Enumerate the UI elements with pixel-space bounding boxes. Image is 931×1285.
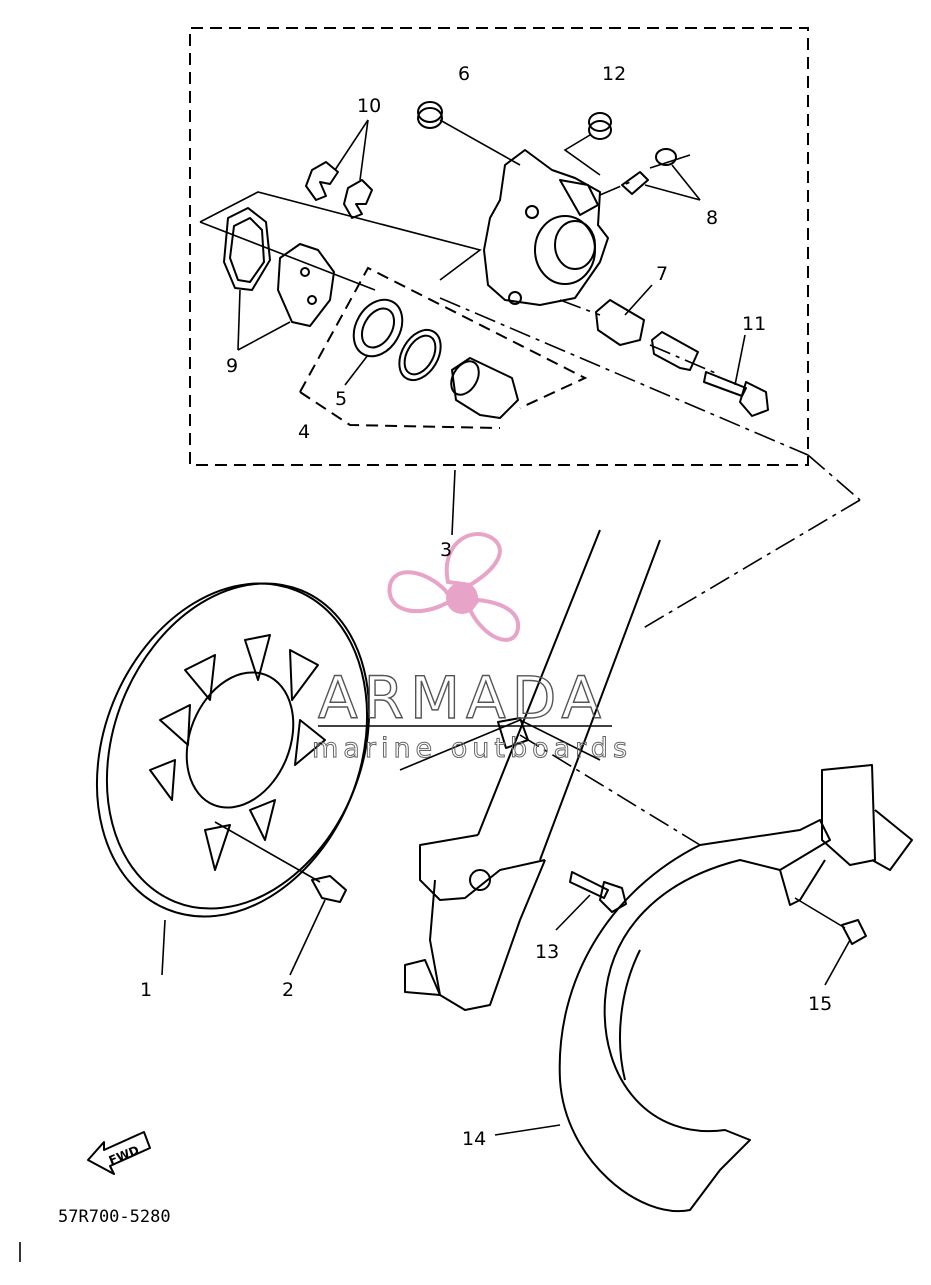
propeller-hub (446, 582, 478, 614)
callout-4: 4 (298, 421, 310, 443)
brake-disc (95, 582, 371, 918)
watermark: ARMADA marine outboards (312, 532, 632, 765)
pad-clips (305, 161, 373, 219)
callout-5: 5 (335, 388, 347, 410)
callout-6: 6 (458, 63, 470, 85)
callout-10: 10 (357, 95, 381, 117)
cap-12 (563, 112, 612, 176)
bolt-11 (703, 371, 769, 417)
callout-1: 1 (140, 979, 152, 1001)
callout-13: 13 (535, 941, 559, 963)
callout-11: 11 (742, 313, 766, 335)
propeller-logo (387, 532, 521, 642)
bleed-screw (621, 148, 691, 195)
boot-7 (595, 299, 699, 371)
caliper-body (483, 149, 609, 306)
brake-pads (199, 191, 482, 327)
callout-labels: 1 2 3 4 5 6 7 8 9 10 11 12 13 14 15 (140, 63, 832, 1150)
callout-3: 3 (440, 539, 452, 561)
callout-2: 2 (282, 979, 294, 1001)
disc-bolt (214, 821, 347, 903)
propeller-blade-right (467, 597, 521, 642)
callout-9: 9 (226, 355, 238, 377)
callout-12: 12 (602, 63, 626, 85)
callout-7: 7 (656, 263, 668, 285)
fwd-arrow: FWD (87, 1131, 151, 1175)
watermark-tagline: marine outboards (312, 733, 632, 764)
alignment-lines (439, 179, 861, 846)
callout-8: 8 (706, 207, 718, 229)
propeller-blade-top (444, 532, 502, 588)
guard-bolt-15 (794, 897, 867, 945)
callout-14: 14 (462, 1128, 486, 1150)
callout-15: 15 (808, 993, 832, 1015)
piston-seal-group (299, 266, 588, 429)
caliper-assembly-frame (189, 27, 809, 466)
bleed-nut (417, 101, 521, 166)
front-fork (399, 529, 661, 1011)
watermark-brand: ARMADA (318, 664, 607, 732)
diagram-code: 57R700-5280 (58, 1207, 171, 1227)
propeller-blade-left (387, 570, 455, 614)
callout-leaders (161, 119, 851, 1136)
disc-guard (558, 764, 913, 1213)
